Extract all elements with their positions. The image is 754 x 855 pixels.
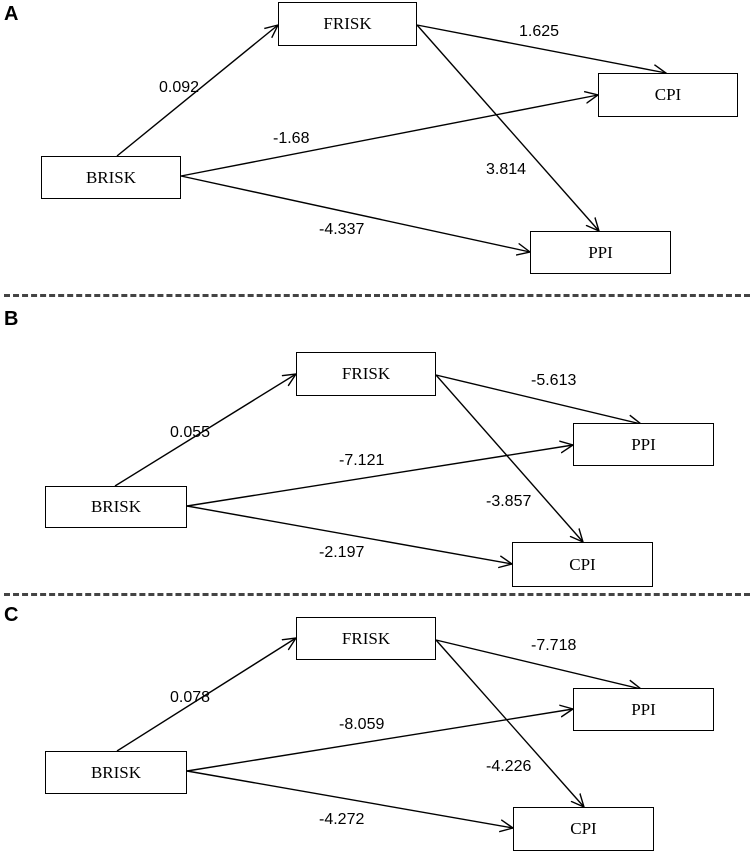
coef-frisk-cpi: -4.226: [486, 758, 532, 775]
node-brisk: BRISK: [41, 156, 181, 199]
panel-a: A FRISK CPI BRISK PPI 0.092 1.625 3.814 …: [0, 0, 754, 290]
coef-brisk-frisk: 0.092: [159, 79, 200, 96]
arrow-brisk-to-cpi: [180, 95, 598, 177]
coef-frisk-ppi: 3.814: [486, 161, 527, 178]
arrow-brisk-to-frisk: [116, 638, 296, 752]
arrow-brisk-to-ppi: [186, 709, 573, 772]
arrow-frisk-to-ppi: [416, 24, 599, 231]
coef-brisk-ppi: -4.337: [319, 221, 365, 238]
node-cpi: CPI: [598, 73, 738, 117]
panel-label: B: [4, 308, 19, 330]
coef-brisk-cpi: -4.272: [319, 811, 365, 828]
panel-divider: [4, 294, 750, 297]
node-cpi: CPI: [512, 542, 653, 587]
arrow-brisk-to-ppi: [186, 445, 573, 507]
coef-frisk-cpi: 1.625: [519, 23, 560, 40]
node-ppi: PPI: [573, 423, 714, 466]
node-brisk: BRISK: [45, 486, 187, 528]
arrow-brisk-to-ppi: [180, 175, 530, 252]
arrow-frisk-to-ppi: [435, 639, 641, 689]
panel-label: A: [4, 3, 19, 25]
node-frisk: FRISK: [296, 617, 436, 660]
node-cpi: CPI: [513, 807, 654, 851]
arrow-frisk-to-cpi: [416, 24, 666, 73]
arrow-frisk-to-cpi: [435, 374, 583, 542]
coef-brisk-frisk: 0.078: [170, 689, 211, 706]
panel-c: C FRISK PPI BRISK CPI 0.078 -7.718 -4.22…: [0, 600, 754, 855]
arrow-brisk-to-frisk: [114, 374, 296, 487]
arrow-brisk-to-cpi: [186, 505, 512, 564]
panel-divider: [4, 593, 750, 596]
coef-brisk-ppi: -8.059: [339, 716, 385, 733]
coef-brisk-cpi: -2.197: [319, 544, 365, 561]
panel-c-arrows: [116, 600, 754, 855]
node-brisk: BRISK: [45, 751, 187, 794]
node-ppi: PPI: [530, 231, 671, 274]
panel-label: C: [4, 604, 19, 626]
node-frisk: FRISK: [278, 2, 417, 46]
panel-b: B FRISK PPI BRISK CPI 0.055 -5.613 -3.85…: [0, 300, 754, 590]
arrow-frisk-to-cpi: [435, 639, 584, 807]
panel-b-arrows: [114, 300, 754, 590]
coef-frisk-ppi: -5.613: [531, 372, 577, 389]
panel-a-arrows: [116, 0, 754, 290]
coef-brisk-frisk: 0.055: [170, 424, 211, 441]
node-ppi: PPI: [573, 688, 714, 731]
coef-frisk-cpi: -3.857: [486, 493, 532, 510]
arrow-brisk-to-frisk: [116, 25, 278, 157]
coef-frisk-ppi: -7.718: [531, 637, 577, 654]
arrow-brisk-to-cpi: [186, 770, 513, 828]
coef-brisk-cpi: -1.68: [273, 130, 310, 147]
arrow-frisk-to-ppi: [435, 374, 641, 424]
coef-brisk-ppi: -7.121: [339, 452, 385, 469]
node-frisk: FRISK: [296, 352, 436, 396]
